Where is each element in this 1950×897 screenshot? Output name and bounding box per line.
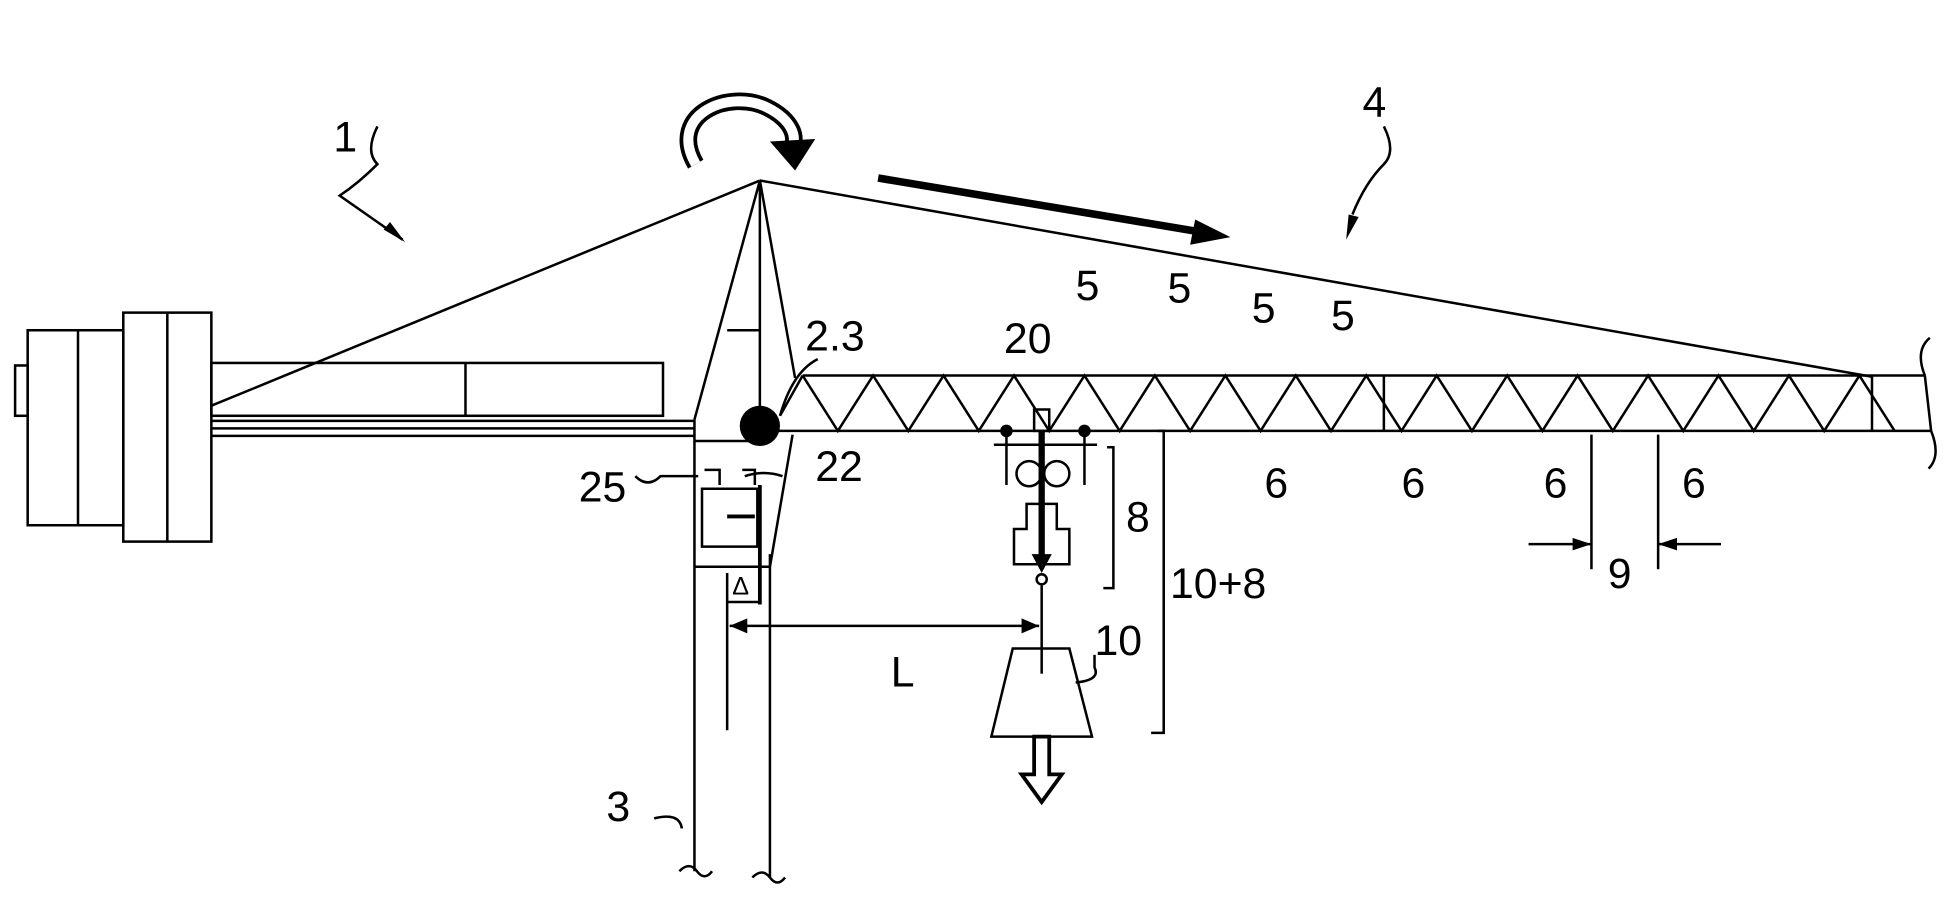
label-jib-section: 5: [1167, 265, 1191, 313]
label-lattice: 6: [1264, 460, 1288, 508]
counter-jib: [210, 361, 695, 438]
load: [989, 647, 1094, 806]
label-mast: 3: [606, 783, 630, 831]
label-lattice: 6: [1401, 460, 1425, 508]
label-total-load: 10+8: [1170, 560, 1266, 608]
dimensions: [337, 125, 1722, 829]
slew-pivot: [739, 405, 780, 446]
lattice-diagonals: [801, 373, 1896, 434]
label-crane: 1: [333, 114, 357, 162]
rotation-arrow-icon: [679, 92, 816, 171]
label-deflection: Δ: [732, 572, 749, 600]
label-jib-section: 5: [1252, 285, 1276, 333]
trolley: [993, 408, 1098, 649]
label-jib-section: 5: [1331, 292, 1355, 340]
label-sensor-25: 25: [579, 463, 627, 511]
label-lattice: 6: [1682, 460, 1706, 508]
label-spacing: 9: [1608, 550, 1632, 598]
mast: [678, 419, 794, 884]
label-sensor-22: 22: [815, 443, 863, 491]
trolley-travel-arrow-icon: [877, 174, 1231, 245]
label-jib: 4: [1362, 78, 1386, 126]
jib-lattice: [759, 336, 1937, 470]
label-trolley: 20: [1004, 315, 1052, 363]
label-load: 10: [1095, 617, 1143, 665]
tie-rods: [210, 179, 1873, 420]
counterweight: [13, 311, 213, 543]
label-radius: L: [891, 648, 915, 696]
label-lattice: 6: [1544, 460, 1568, 508]
label-jib-section: 5: [1076, 262, 1100, 310]
label-slew-point: 2.3: [805, 312, 864, 360]
label-trolley-hoist: 8: [1126, 494, 1150, 542]
